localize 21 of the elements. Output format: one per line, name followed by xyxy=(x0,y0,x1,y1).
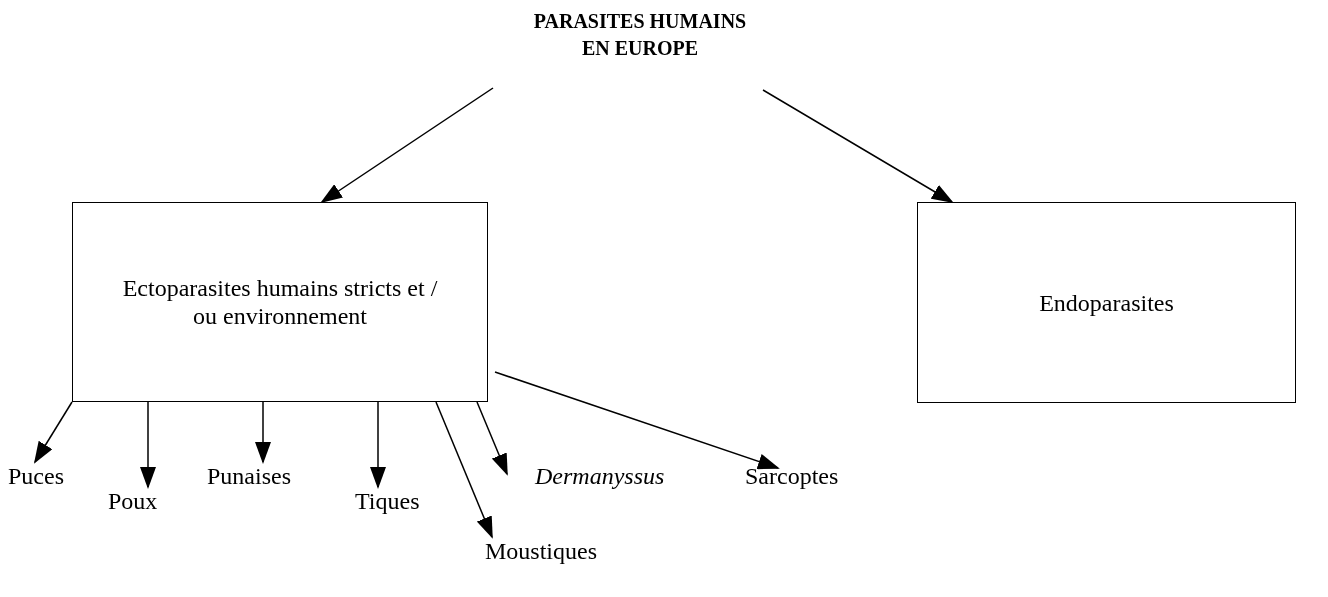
category-label: Endoparasites xyxy=(1039,288,1174,317)
arrow xyxy=(33,401,73,464)
parasite-label: Sarcoptes xyxy=(745,462,839,490)
category-label: Ectoparasites humains stricts et / ou environnement xyxy=(121,274,439,330)
parasite-label: Tiques xyxy=(355,487,420,515)
parasite-label: Punaises xyxy=(207,462,291,490)
arrow xyxy=(140,401,156,489)
parasite-label: Poux xyxy=(108,487,158,515)
parasite-label: Moustiques xyxy=(485,537,597,565)
arrow xyxy=(435,401,493,539)
category-box xyxy=(72,202,488,402)
parasite-label: Puces xyxy=(8,462,64,490)
parasite-label: Dermanyssus xyxy=(535,462,665,490)
arrow xyxy=(494,371,780,470)
arrow xyxy=(320,87,494,204)
diagram-title: PARASITES HUMAINS EN EUROPE xyxy=(530,8,750,62)
arrow xyxy=(476,401,508,476)
arrow xyxy=(762,89,954,203)
category-box xyxy=(917,202,1296,403)
arrow xyxy=(255,401,271,464)
arrow xyxy=(370,401,386,489)
